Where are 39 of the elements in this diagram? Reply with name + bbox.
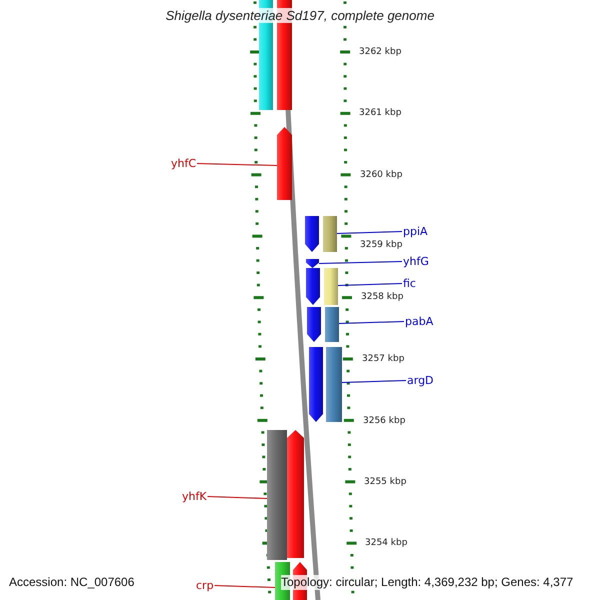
- gene-label: ppiA: [403, 225, 428, 238]
- gene-label: argD: [407, 374, 434, 387]
- leader-line: [338, 321, 404, 324]
- gene-feature: [306, 259, 319, 268]
- gene-bar: [326, 347, 342, 422]
- scale-label: 3256 kbp: [363, 416, 406, 427]
- gene-bar: [325, 307, 339, 342]
- leader-line: [196, 163, 278, 166]
- gene-bar: [267, 430, 287, 560]
- scale-label: 3258 kbp: [361, 292, 404, 303]
- scale-label: 3257 kbp: [362, 354, 404, 365]
- gene-feature: [309, 347, 323, 422]
- scale-label: 3261 kbp: [359, 108, 402, 119]
- gene-feature: [277, 127, 292, 200]
- topology-text: Topology: circular; Length: 4,369,232 bp; Genes: 4,377: [281, 575, 574, 590]
- gene-label: pabA: [405, 315, 434, 328]
- gene-feature: [305, 216, 319, 252]
- accession-text: Accession: NC_007606: [9, 575, 134, 590]
- gene-label: fic: [403, 277, 416, 290]
- leader-line: [336, 231, 402, 234]
- gene-feature: [306, 268, 320, 305]
- leader-line: [207, 496, 268, 499]
- gene-bar: [323, 216, 337, 252]
- gene-feature: [287, 430, 304, 558]
- scale-label: 3254 kbp: [365, 538, 408, 549]
- gene-label: yhfK: [182, 490, 207, 503]
- scale-label: 3259 kbp: [360, 240, 402, 251]
- leader-line: [342, 380, 406, 383]
- gene-bar: [324, 268, 338, 305]
- leader-line: [318, 261, 402, 264]
- leader-line: [214, 585, 276, 588]
- scale-label: 3260 kbp: [360, 170, 402, 181]
- leader-line: [338, 283, 402, 286]
- scale-label: 3255 kbp: [364, 477, 406, 488]
- gene-label: yhfG: [403, 255, 429, 268]
- gene-label: crp: [196, 579, 214, 592]
- gene-feature: [307, 307, 321, 342]
- scale-label: 3262 kbp: [359, 47, 402, 58]
- gene-label: yhfC: [171, 157, 196, 170]
